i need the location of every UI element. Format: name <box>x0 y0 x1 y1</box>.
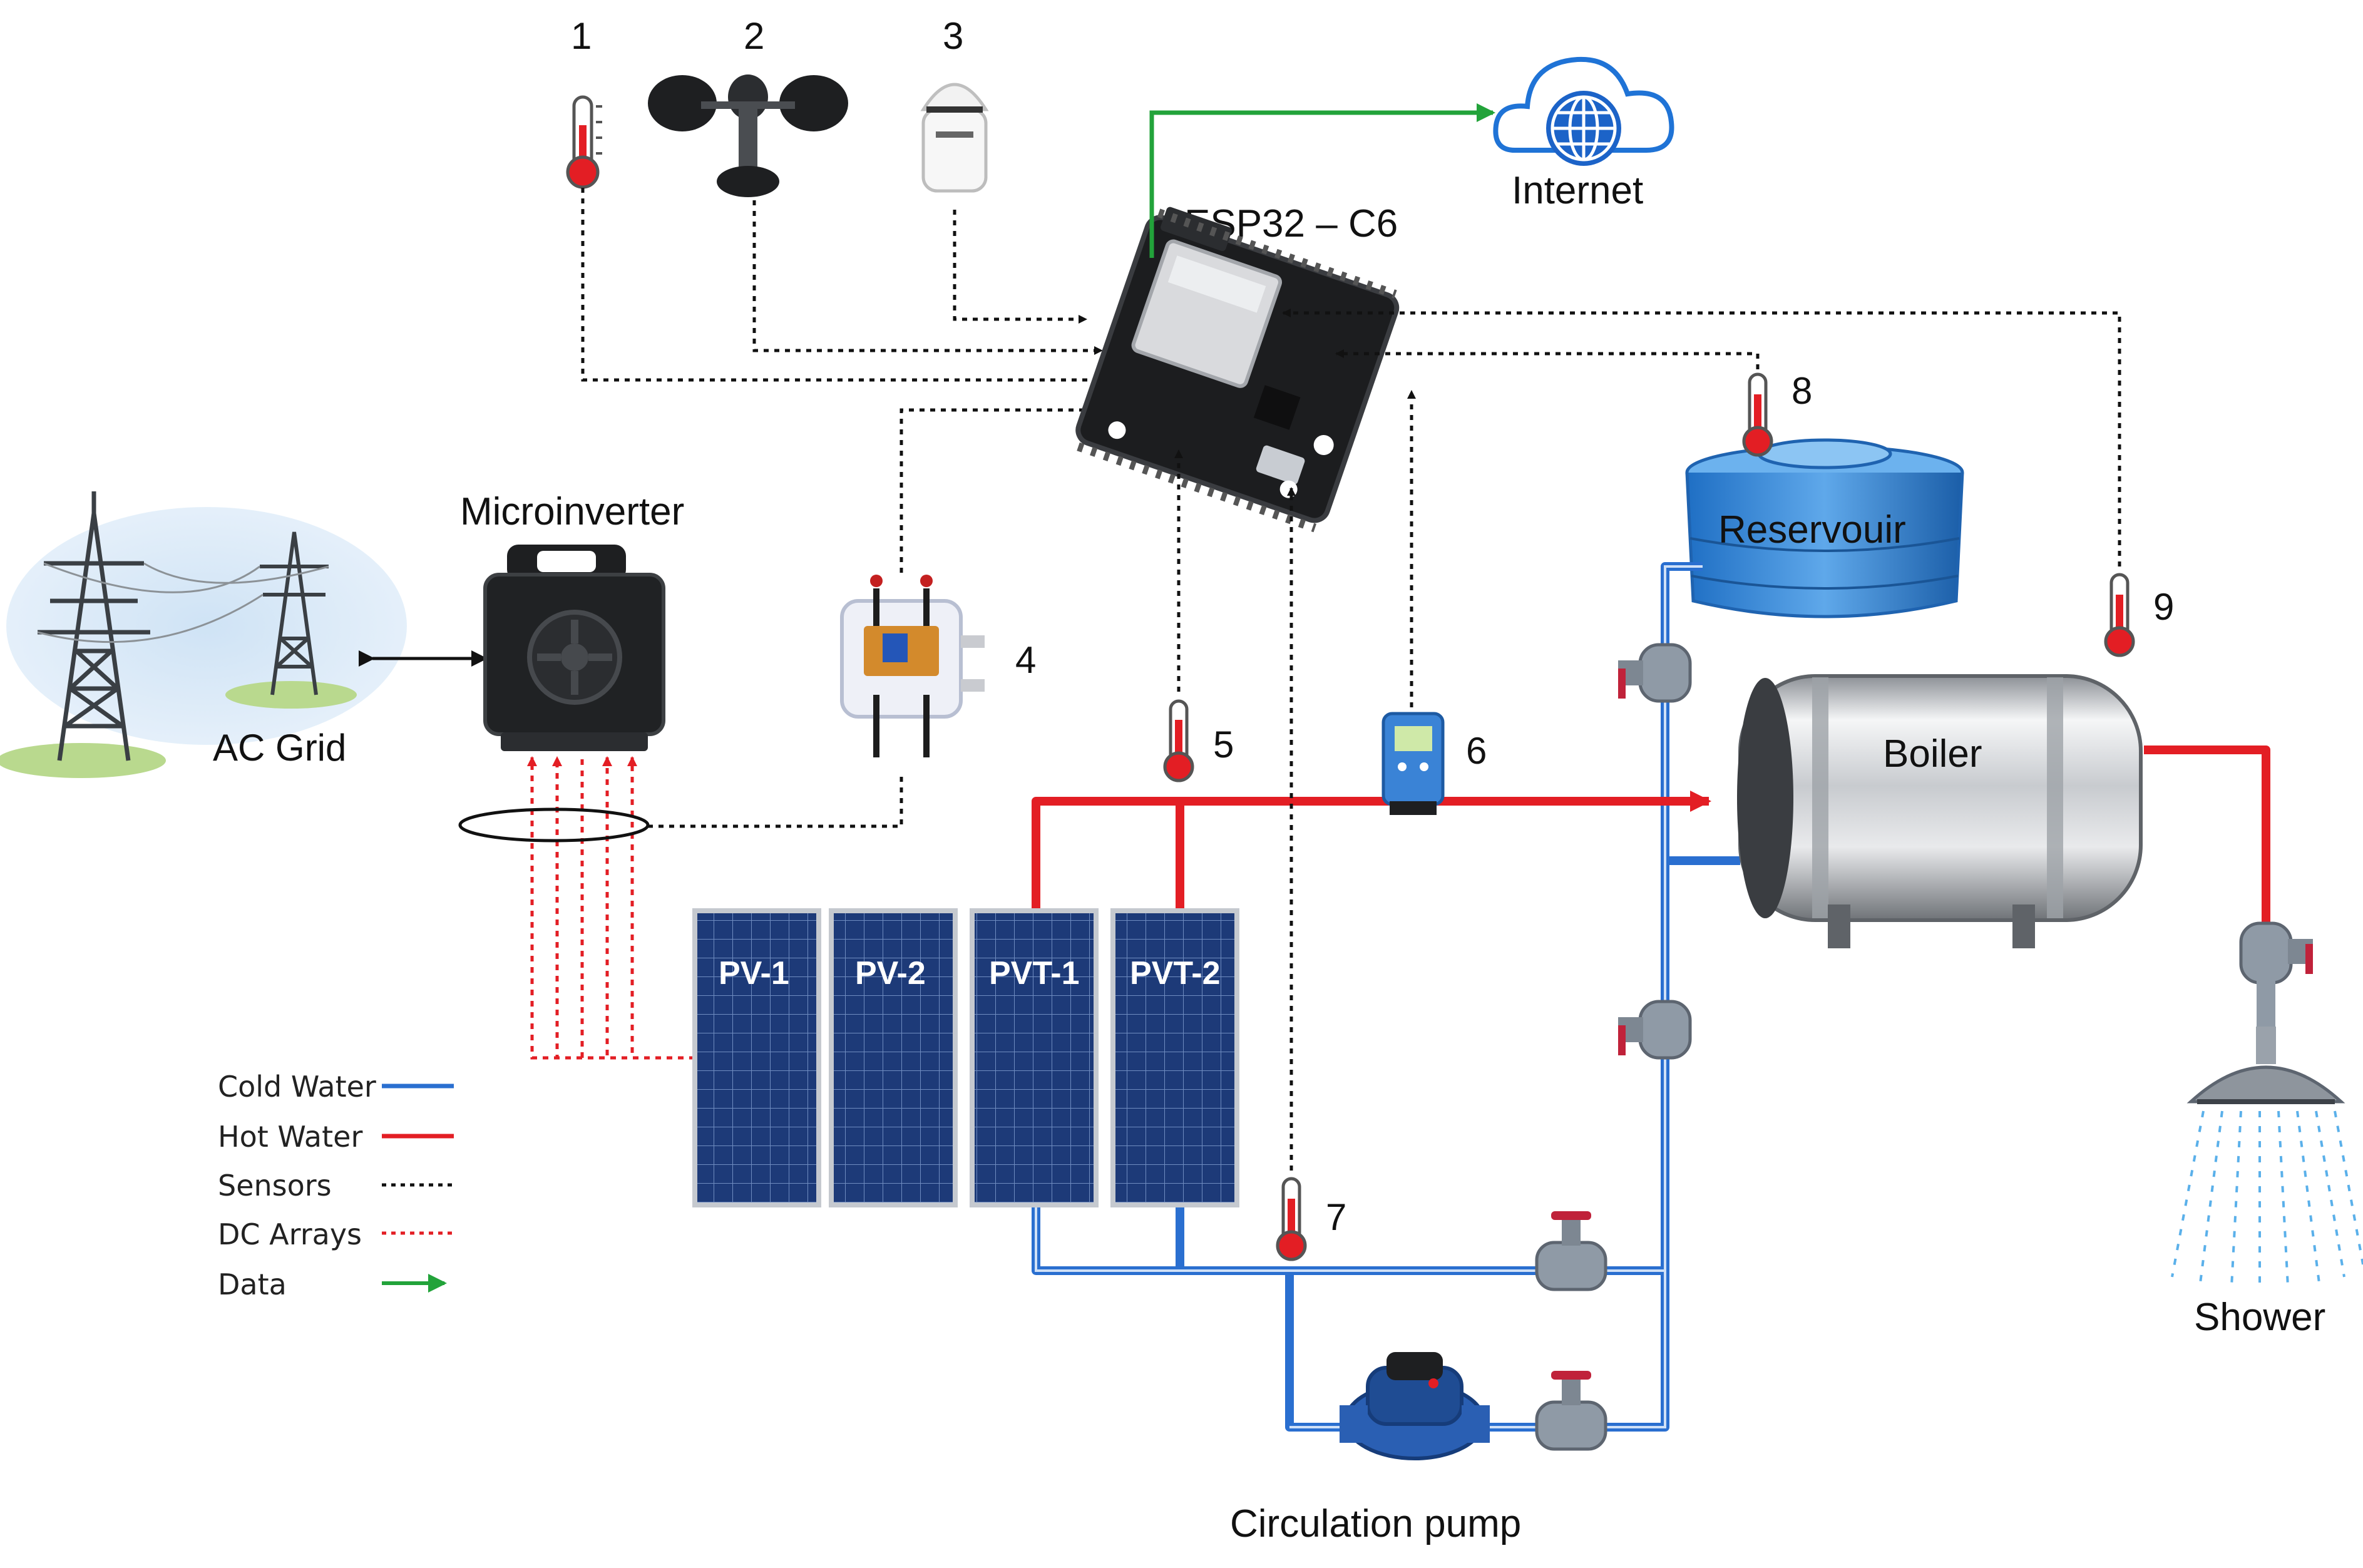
dc-array-lines <box>527 756 695 1060</box>
thermometer-icon <box>566 95 602 189</box>
current-clamp <box>458 807 650 843</box>
sensor-lines-top <box>581 188 1103 384</box>
shower-label: Shower <box>2194 1296 2325 1339</box>
flow-meter-icon <box>1381 712 1445 815</box>
valve-icon <box>1535 1211 1607 1291</box>
sensor-7-number: 7 <box>1326 1196 1346 1238</box>
pump-label: Circulation pump <box>1230 1502 1521 1545</box>
thermometer-icon <box>1742 372 1773 457</box>
ac-grid-label: AC Grid <box>213 727 346 769</box>
sensor-4-number: 4 <box>1015 639 1036 681</box>
thermometer-icon <box>2104 573 2135 657</box>
globe-icon <box>1551 95 1617 161</box>
sensor-5-number: 5 <box>1213 724 1234 766</box>
panel-label-pv-1: PV-1 <box>719 955 789 992</box>
legend-cold-label: Cold Water <box>218 1070 376 1104</box>
valve-icon <box>1535 1371 1607 1451</box>
sensor-3-number: 3 <box>943 15 963 57</box>
solar-panel-pv-1 <box>692 908 821 1207</box>
thermometer-icon <box>1163 699 1194 782</box>
legend-hot-label: Hot Water <box>218 1120 362 1154</box>
valve-icon <box>1618 643 1692 703</box>
sensor-9-line <box>1282 309 2121 566</box>
sensor-4-line <box>900 406 1103 573</box>
panel-label-pv-2: PV-2 <box>855 955 926 992</box>
shower-head-icon <box>2171 1027 2363 1289</box>
clamp-sensor-line <box>648 773 903 828</box>
microinverter <box>483 545 665 751</box>
boiler-tank <box>1737 674 2143 948</box>
boiler-label: Boiler <box>1883 732 1982 776</box>
thermometer-icon <box>1276 1177 1307 1261</box>
sensor-8-number: 8 <box>1791 370 1812 412</box>
panel-label-pvt-2: PVT-2 <box>1130 955 1221 992</box>
microinverter-label: Microinverter <box>460 490 684 533</box>
reservoir-label: Reservouir <box>1718 508 1906 551</box>
sensor-8-line <box>1335 349 1760 369</box>
internet-label: Internet <box>1512 169 1643 212</box>
valve-icon <box>1618 1000 1692 1060</box>
legend: Cold Water Hot Water Sensors DC Arrays D… <box>218 1070 454 1301</box>
ac-grid-illustration <box>0 491 407 778</box>
anemometer-icon <box>648 74 848 197</box>
sensor-1-number: 1 <box>571 15 592 57</box>
solar-panel-pvt-1 <box>970 908 1099 1207</box>
esp32-board <box>1075 207 1400 533</box>
panel-label-pvt-1: PVT-1 <box>989 955 1080 992</box>
valve-icon <box>2239 921 2313 1030</box>
circulation-pump-icon <box>1340 1352 1490 1460</box>
solar-panel-pv-2 <box>829 908 958 1207</box>
sensor-6-number: 6 <box>1466 730 1487 772</box>
power-sensor-box <box>840 575 985 757</box>
legend-sensors-label: Sensors <box>218 1169 332 1202</box>
transmission-tower-small <box>260 531 329 695</box>
transmission-tower-large <box>38 491 150 761</box>
sensor-9-number: 9 <box>2153 586 2174 628</box>
legend-data-label: Data <box>218 1268 287 1301</box>
solar-panel-pvt-2 <box>1110 908 1239 1207</box>
reservoir-tank <box>1685 438 1964 618</box>
cloud-icon <box>1493 56 1674 166</box>
data-link-internet <box>1149 103 1495 258</box>
legend-dc-label: DC Arrays <box>218 1217 362 1251</box>
hot-water-pipes <box>1032 746 2270 933</box>
radiation-sensor-icon <box>920 83 989 193</box>
sensor-2-number: 2 <box>744 15 764 57</box>
